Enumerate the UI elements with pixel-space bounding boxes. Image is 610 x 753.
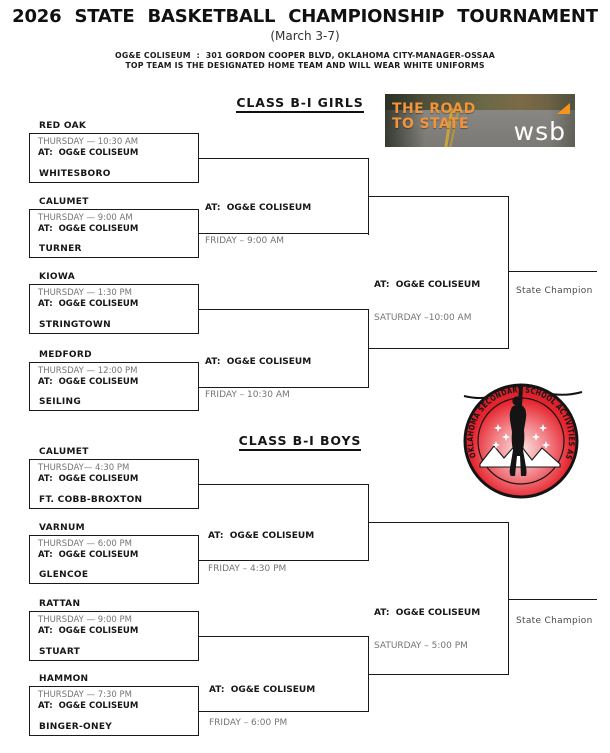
boys-semifinal-2-schedule: FRIDAY – 6:00 PM xyxy=(209,718,288,728)
girls-game-1-schedule: THURSDAY — 10:30 AM xyxy=(38,137,139,147)
girls-semifinal-1-venue: AT: OG&E COLISEUM xyxy=(205,203,312,213)
venue-info-line: OG&E COLISEUM : 301 GORDON COOPER BLVD, … xyxy=(115,51,495,60)
boys-game-1-venue: AT: OG&E COLISEUM xyxy=(38,474,139,484)
boys-champion-line xyxy=(508,599,597,600)
date-range: (March 3-7) xyxy=(270,29,340,43)
boys-game-4-top-team: HAMMON xyxy=(39,674,89,684)
boys-final-connector xyxy=(508,522,509,675)
girls-game-3-top-team: KIOWA xyxy=(39,272,75,282)
boys-semifinal-1-venue: AT: OG&E COLISEUM xyxy=(208,531,315,541)
boys-game-4-box: HAMMON THURSDAY — 7:30 PM AT: OG&E COLIS… xyxy=(29,674,199,736)
boys-section: CLASS B-I BOYS xyxy=(155,430,445,451)
boys-final-venue: AT: OG&E COLISEUM xyxy=(374,608,481,618)
boys-game-4-bottom-team: BINGER-ONEY xyxy=(39,722,113,732)
boys-game-2-box: VARNUM THURSDAY — 6:00 PM AT: OG&E COLIS… xyxy=(29,523,199,584)
boys-semifinal-2-slot: AT: OG&E COLISEUM FRIDAY – 6:00 PM xyxy=(209,665,315,748)
girls-semifinal-2-schedule: FRIDAY – 10:30 AM xyxy=(205,390,290,400)
banner-line2: TO STATE xyxy=(392,116,469,133)
boys-state-champion-label: State Champion xyxy=(516,616,593,626)
boys-game-3-winner-line xyxy=(198,636,368,637)
girls-game-1-box: RED OAK THURSDAY — 10:30 AM AT: OG&E COL… xyxy=(29,121,199,183)
boys-semi-1-winner-line xyxy=(368,522,508,523)
girls-state-champion-label: State Champion xyxy=(516,286,593,296)
girls-game-2-top-team: CALUMET xyxy=(39,197,89,207)
boys-final-slot: AT: OG&E COLISEUM SATURDAY – 5:00 PM xyxy=(374,588,480,671)
girls-game-4-schedule: THURSDAY — 12:00 PM xyxy=(38,366,138,376)
girls-semifinal-1-slot: AT: OG&E COLISEUM FRIDAY – 9:00 AM xyxy=(205,183,311,266)
girls-heading: CLASS B-I GIRLS xyxy=(236,95,364,113)
girls-final-schedule: SATURDAY –10:00 AM xyxy=(374,313,472,323)
girls-game-1-venue: AT: OG&E COLISEUM xyxy=(38,148,139,158)
girls-game-1-winner-line xyxy=(198,158,368,159)
boys-game-2-top-team: VARNUM xyxy=(39,523,85,533)
boys-game-4-venue: AT: OG&E COLISEUM xyxy=(38,701,139,711)
boys-game-1-top-team: CALUMET xyxy=(39,447,89,457)
girls-game-1-bottom-team: WHITESBORO xyxy=(39,169,111,179)
girls-game-4-winner-line xyxy=(198,387,368,388)
girls-semi-2-winner-line xyxy=(368,348,508,349)
girls-game-3-winner-line xyxy=(198,309,368,310)
girls-game-4-venue: AT: OG&E COLISEUM xyxy=(38,377,139,387)
boys-game-1-bottom-team: FT. COBB-BROXTON xyxy=(39,495,143,505)
boys-game-1-winner-line xyxy=(198,484,368,485)
girls-game-2-bottom-team: TURNER xyxy=(39,244,82,254)
girls-champion-line xyxy=(508,271,597,272)
girls-semifinal-1-schedule: FRIDAY – 9:00 AM xyxy=(205,236,285,246)
girls-semi-1-winner-line xyxy=(368,196,508,197)
girls-game-2-winner-line xyxy=(198,233,368,234)
boys-final-schedule: SATURDAY – 5:00 PM xyxy=(374,641,468,651)
boys-game-4-schedule: THURSDAY — 7:30 PM xyxy=(38,690,133,700)
boys-game-4-winner-line xyxy=(198,711,368,712)
ossaa-logo: OKLAHOMA SECONDARY SCHOOL ACTIVITIES ASS… xyxy=(458,372,583,499)
girls-section: CLASS B-I GIRLS xyxy=(155,92,445,113)
boys-game-2-winner-line xyxy=(198,560,368,561)
girls-final-connector xyxy=(508,196,509,349)
boys-game-3-venue: AT: OG&E COLISEUM xyxy=(38,626,139,636)
girls-game-3-box: KIOWA THURSDAY — 1:30 PM AT: OG&E COLISE… xyxy=(29,272,199,334)
girls-semifinal-2-slot: AT: OG&E COLISEUM FRIDAY – 10:30 AM xyxy=(205,337,311,420)
boys-game-3-schedule: THURSDAY — 9:00 PM xyxy=(38,615,133,625)
boys-game-1-box: CALUMET THURSDAY— 4:30 PM AT: OG&E COLIS… xyxy=(29,447,199,509)
banner-line1: THE ROAD xyxy=(392,101,476,117)
boys-semifinal-2-venue: AT: OG&E COLISEUM xyxy=(209,685,316,695)
girls-game-3-bottom-team: STRINGTOWN xyxy=(39,320,111,330)
girls-game-4-box: MEDFORD THURSDAY — 12:00 PM AT: OG&E COL… xyxy=(29,350,199,411)
girls-semifinal-2-venue: AT: OG&E COLISEUM xyxy=(205,357,312,367)
home-team-info-line: TOP TEAM IS THE DESIGNATED HOME TEAM AND… xyxy=(125,61,485,70)
boys-game-2-bottom-team: GLENCOE xyxy=(39,570,89,580)
girls-game-3-venue: AT: OG&E COLISEUM xyxy=(38,299,139,309)
boys-semifinal-1-schedule: FRIDAY – 4:30 PM xyxy=(208,564,287,574)
boys-heading: CLASS B-I BOYS xyxy=(238,433,362,451)
banner-left-shade xyxy=(385,94,425,147)
logo-stars xyxy=(492,424,550,449)
girls-game-4-bottom-team: SEILING xyxy=(39,397,82,407)
wsb-logo: wsb xyxy=(513,117,566,146)
boys-game-2-schedule: THURSDAY — 6:00 PM xyxy=(38,539,133,549)
girls-game-2-schedule: THURSDAY — 9:00 AM xyxy=(38,213,133,223)
girls-game-4-top-team: MEDFORD xyxy=(39,350,92,360)
boys-game-3-bottom-team: STUART xyxy=(39,647,81,657)
boys-game-3-box: RATTAN THURSDAY — 9:00 PM AT: OG&E COLIS… xyxy=(29,599,199,661)
girls-game-2-box: CALUMET THURSDAY — 9:00 AM AT: OG&E COLI… xyxy=(29,197,199,258)
girls-game-3-schedule: THURSDAY — 1:30 PM xyxy=(38,288,133,298)
boys-semi-2-winner-line xyxy=(368,674,508,675)
girls-game-2-venue: AT: OG&E COLISEUM xyxy=(38,224,139,234)
boys-semifinal-1-slot: AT: OG&E COLISEUM FRIDAY – 4:30 PM xyxy=(208,511,314,594)
banner-right-shade xyxy=(549,94,575,147)
banner-trees-strip xyxy=(385,94,575,110)
girls-game-1-top-team: RED OAK xyxy=(39,121,87,131)
girls-final-venue: AT: OG&E COLISEUM xyxy=(374,280,481,290)
girls-final-slot: AT: OG&E COLISEUM SATURDAY –10:00 AM xyxy=(374,260,480,343)
page-title: 2026 STATE BASKETBALL CHAMPIONSHIP TOURN… xyxy=(12,6,598,27)
boys-game-2-venue: AT: OG&E COLISEUM xyxy=(38,550,139,560)
boys-game-1-schedule: THURSDAY— 4:30 PM xyxy=(38,463,130,473)
boys-game-3-top-team: RATTAN xyxy=(39,599,81,609)
wsb-arrow-icon xyxy=(557,103,570,114)
logo-figure xyxy=(509,384,527,476)
